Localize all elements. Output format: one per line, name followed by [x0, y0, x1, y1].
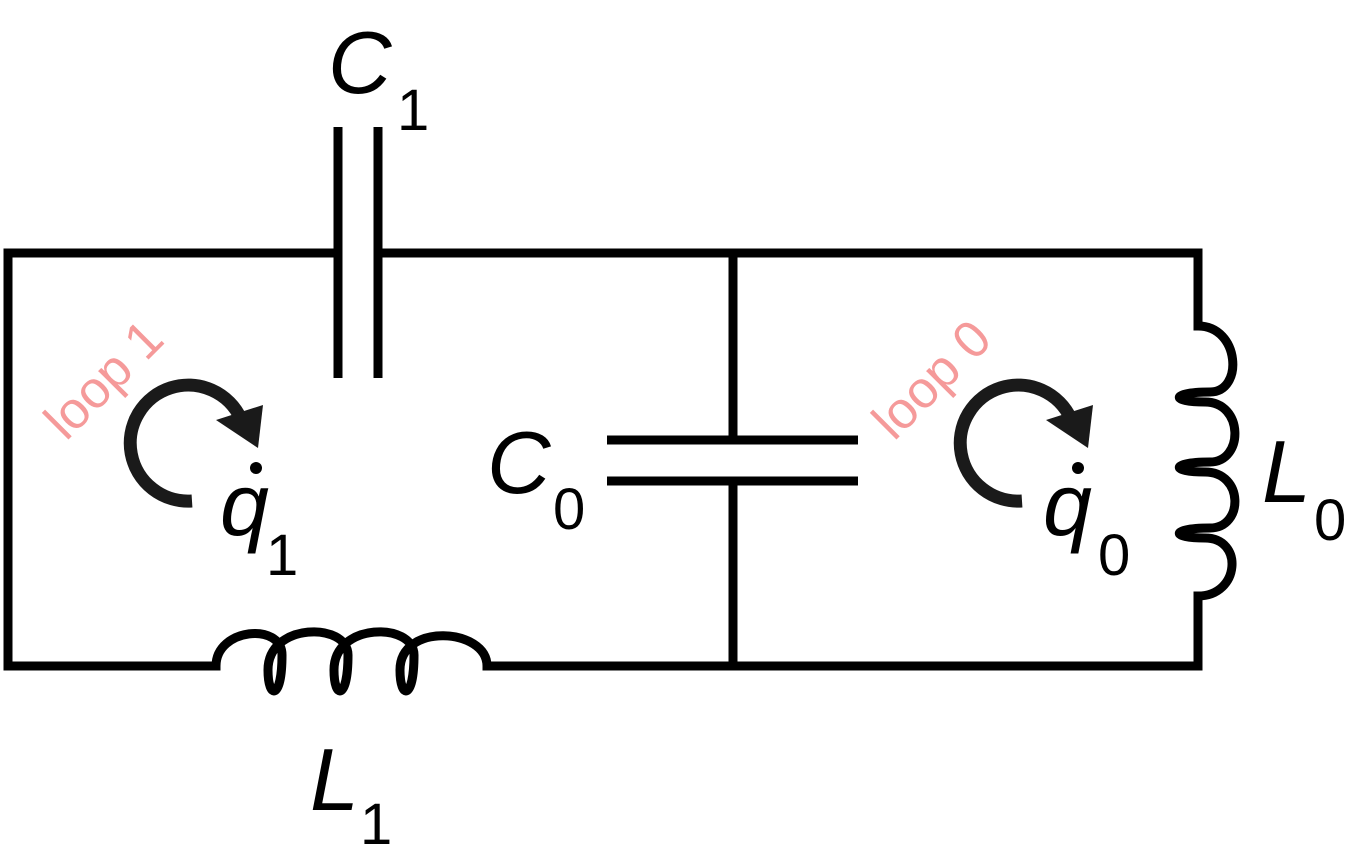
label-l0: L 0 [1262, 422, 1346, 553]
q0-symbol: q [1043, 455, 1092, 554]
l1-subscript: 1 [360, 792, 392, 849]
inductor-l1 [211, 627, 492, 696]
q1-symbol: q [220, 455, 269, 554]
l0-subscript: 0 [1314, 488, 1346, 553]
c1-subscript: 1 [397, 78, 429, 143]
loop1-arrow-icon [123, 378, 263, 508]
q1-dot-icon [250, 462, 262, 474]
loop1-label: loop 1 [33, 309, 174, 450]
label-c1: C 1 [328, 13, 429, 143]
label-q1: q 1 [220, 455, 298, 588]
l0-symbol: L [1262, 422, 1311, 521]
loop0-label: loop 0 [861, 309, 1002, 450]
label-q0: q 0 [1043, 455, 1130, 588]
q1-subscript: 1 [266, 523, 298, 588]
label-c0: C 0 [487, 413, 585, 542]
c1-symbol: C [328, 13, 393, 112]
q0-dot-icon [1072, 462, 1084, 474]
c0-symbol: C [487, 413, 552, 512]
q0-subscript: 0 [1098, 523, 1130, 588]
capacitor-c0 [607, 435, 858, 486]
capacitor-c1 [333, 127, 383, 378]
inductor-l0 [1174, 321, 1240, 601]
l1-symbol: L [310, 730, 359, 829]
c0-subscript: 0 [553, 477, 585, 542]
label-l1: L 1 [310, 730, 392, 849]
wires [3, 248, 1203, 671]
loop0-arrow-icon [953, 378, 1093, 508]
